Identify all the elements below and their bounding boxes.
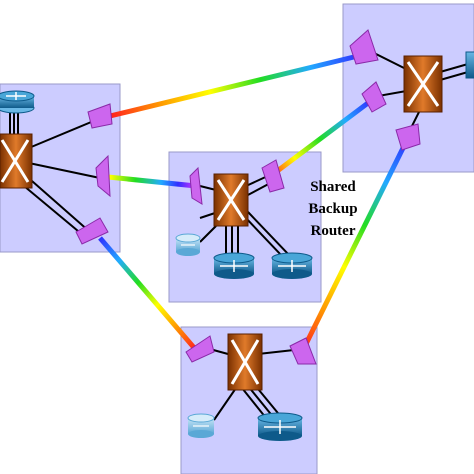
label-line-3: Router xyxy=(311,223,356,239)
prism-icon xyxy=(75,217,109,245)
center-node xyxy=(175,159,313,279)
optical-link-left-bottom xyxy=(98,236,198,352)
prism-icon xyxy=(185,335,215,363)
left-node xyxy=(0,90,113,245)
prism-icon xyxy=(395,123,421,151)
prism-icon xyxy=(289,337,317,365)
optical-link-bottom-topright xyxy=(299,140,409,354)
prism-icon xyxy=(261,159,285,193)
router-icon xyxy=(465,51,474,79)
router-icon xyxy=(257,412,303,441)
prism-icon xyxy=(87,103,113,129)
prism-icon xyxy=(361,81,387,113)
router-icon xyxy=(175,233,201,256)
label-line-1: Shared xyxy=(310,179,356,195)
optical-link-left-center xyxy=(107,174,197,189)
optical-link-center-topright xyxy=(266,98,374,180)
router-icon xyxy=(271,252,313,279)
prism-icon xyxy=(349,29,379,65)
top-right-node xyxy=(349,29,474,151)
label-line-2: Backup xyxy=(308,201,357,217)
oxc-switch-icon xyxy=(213,173,249,227)
optical-link-left-topright xyxy=(109,53,359,119)
shared-backup-router-label: Shared Backup Router xyxy=(308,179,357,239)
oxc-switch-icon xyxy=(403,55,443,113)
bottom-node xyxy=(185,333,317,441)
prism-icon xyxy=(95,154,111,198)
prism-icon xyxy=(189,166,203,205)
router-icon xyxy=(213,252,255,279)
oxc-switch-icon xyxy=(227,333,263,391)
router-icon xyxy=(187,413,215,438)
router-icon xyxy=(0,90,35,114)
oxc-switch-icon xyxy=(0,133,33,189)
